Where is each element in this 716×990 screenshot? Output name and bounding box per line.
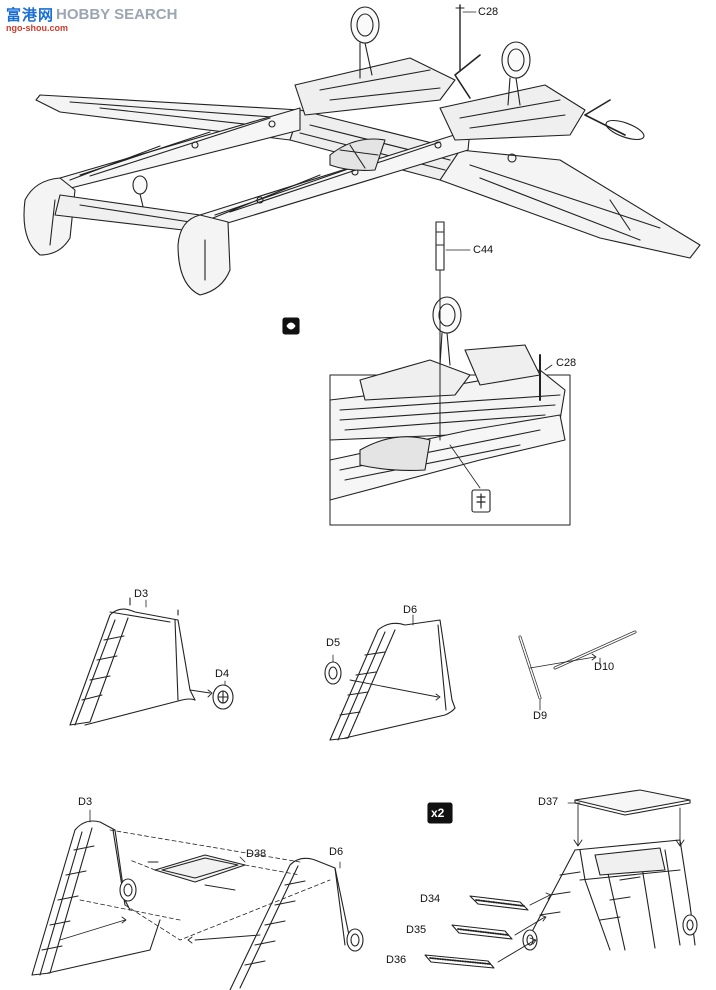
step-plate-d34 bbox=[469, 895, 529, 911]
glue-icon bbox=[471, 489, 491, 513]
detail-inset bbox=[329, 221, 571, 526]
ladder-d3-assembly bbox=[69, 597, 213, 726]
rods-d9-d10 bbox=[518, 630, 637, 711]
wheel-d5 bbox=[324, 654, 342, 685]
times-two-badge bbox=[427, 802, 453, 824]
step-plate-d35 bbox=[451, 924, 513, 940]
label-d3-stand: D3 bbox=[78, 796, 93, 808]
label-quantity-x2: x2 bbox=[431, 806, 445, 820]
step-plate-d36 bbox=[424, 954, 495, 969]
label-d6-ladder: D6 bbox=[403, 604, 418, 616]
label-d3-ladder: D3 bbox=[134, 588, 149, 600]
main-wheel-left bbox=[350, 6, 380, 79]
label-c44: C44 bbox=[473, 244, 494, 256]
label-d5: D5 bbox=[326, 637, 341, 649]
watermark-url: ngo-shou.com bbox=[6, 23, 68, 33]
aircraft-main-view bbox=[23, 4, 701, 296]
label-d35: D35 bbox=[406, 924, 427, 936]
wheel-d4 bbox=[212, 684, 234, 710]
label-d6-stand: D6 bbox=[329, 846, 344, 858]
label-d10: D10 bbox=[594, 661, 615, 673]
watermark-chinese-name: 富港网 bbox=[6, 6, 55, 24]
label-c28-detail: C28 bbox=[556, 357, 577, 369]
label-d9: D9 bbox=[533, 710, 548, 722]
ladder-d6-assembly bbox=[329, 614, 456, 741]
label-d34: D34 bbox=[420, 893, 441, 905]
watermark-english-name: HOBBY SEARCH bbox=[56, 6, 178, 23]
label-d38: D38 bbox=[246, 848, 267, 860]
stand-combined-assembly bbox=[31, 809, 364, 990]
main-wheel-right bbox=[501, 41, 531, 106]
label-c28-top: C28 bbox=[478, 6, 499, 18]
label-d4: D4 bbox=[215, 668, 230, 680]
label-d37: D37 bbox=[538, 796, 559, 808]
site-watermark: 富港网 HOBBY SEARCH ngo-shou.com bbox=[6, 4, 177, 33]
stand-x2-assembly bbox=[424, 789, 698, 969]
flip-aircraft-icon bbox=[282, 317, 300, 335]
tail-wheel bbox=[132, 175, 148, 216]
label-d36: D36 bbox=[386, 954, 407, 966]
